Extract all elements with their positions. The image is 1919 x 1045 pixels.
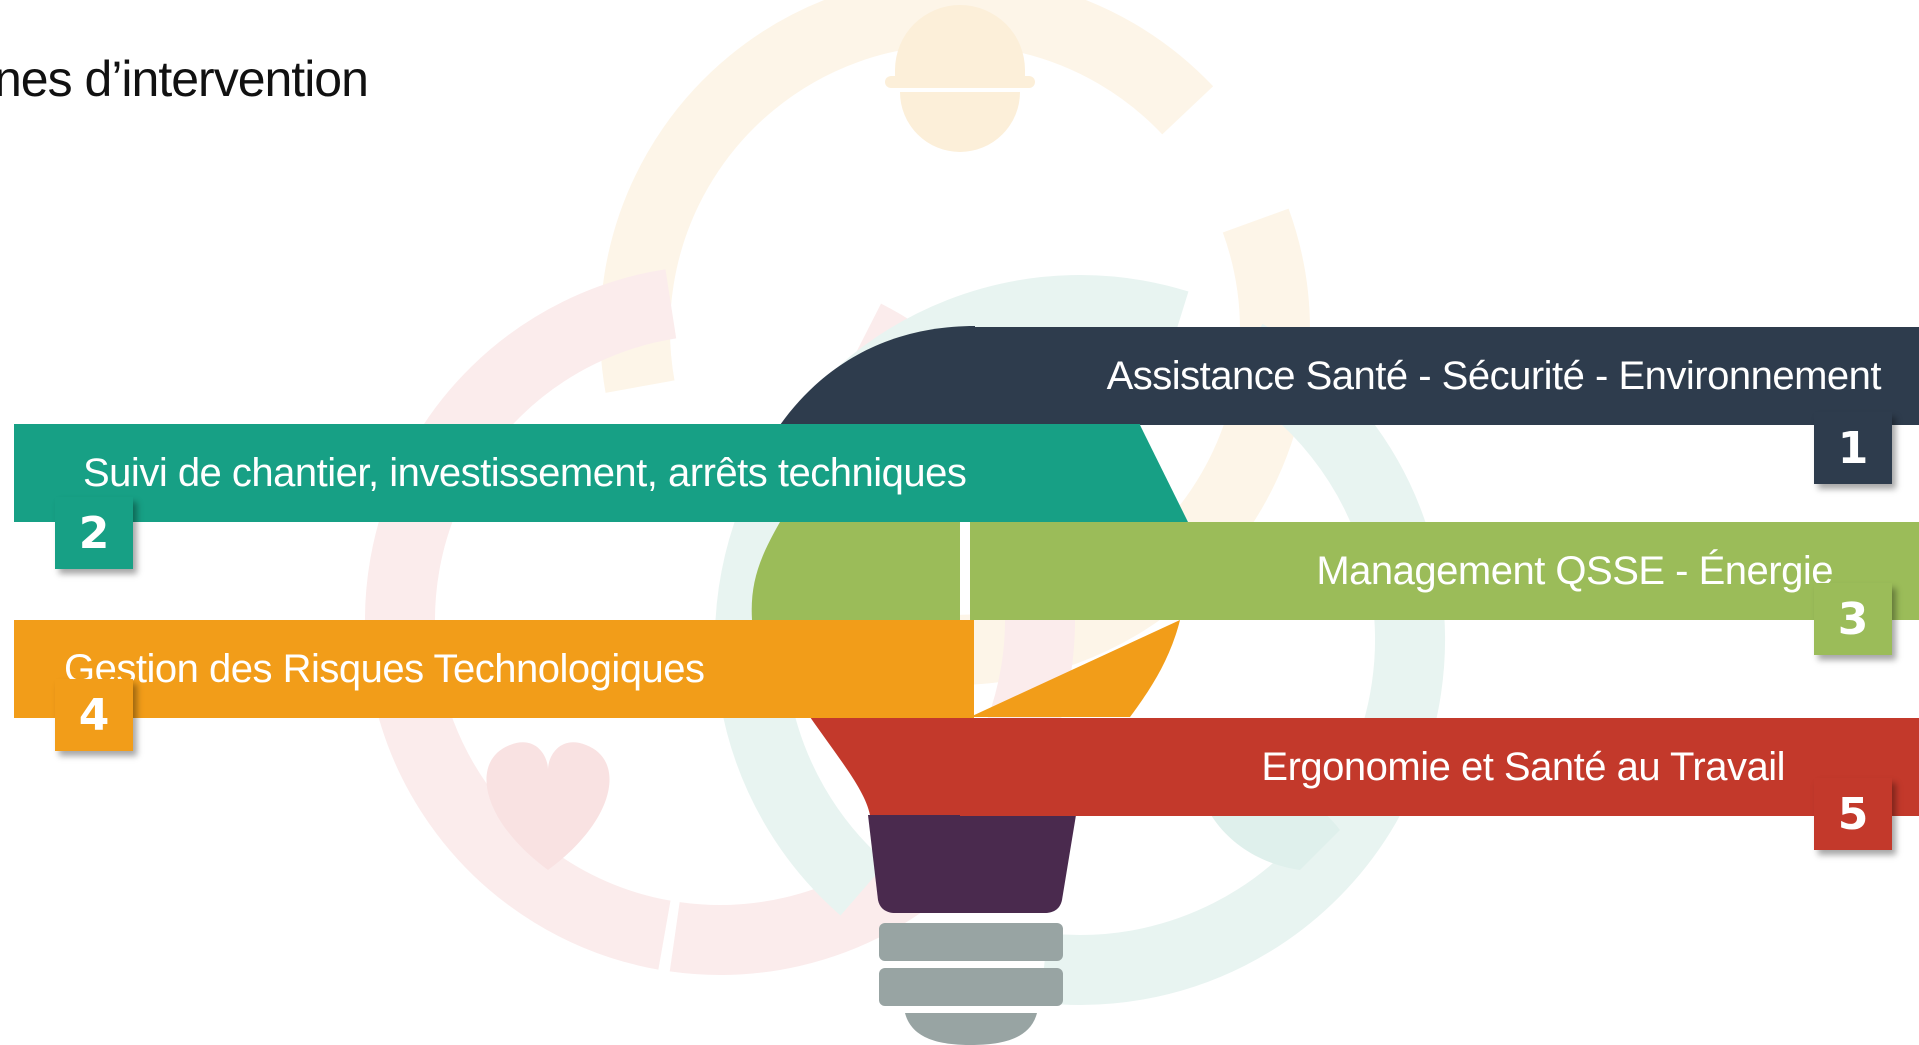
page-title: nes d’intervention bbox=[0, 51, 369, 107]
item-number-badge-3: 3 bbox=[1814, 583, 1892, 655]
hard-hat-icon bbox=[885, 5, 1035, 152]
item-number-badge-2: 2 bbox=[55, 497, 133, 569]
item-label-5: Ergonomie et Santé au Travail bbox=[1261, 744, 1785, 789]
item-band-1: Assistance Santé - Sécurité - Environnem… bbox=[975, 327, 1919, 425]
item-label-4: Gestion des Risques Technologiques bbox=[64, 646, 705, 691]
item-number-badge-1: 1 bbox=[1814, 412, 1892, 484]
item-label-2: Suivi de chantier, investissement, arrêt… bbox=[83, 450, 967, 495]
item-label-1: Assistance Santé - Sécurité - Environnem… bbox=[1106, 353, 1882, 398]
item-number-badge-5: 5 bbox=[1814, 778, 1892, 850]
item-band-2: Suivi de chantier, investissement, arrêt… bbox=[14, 424, 1140, 522]
item-number-badge-4: 4 bbox=[55, 679, 133, 751]
item-label-3: Management QSSE - Énergie bbox=[1316, 548, 1833, 593]
item-band-3: Management QSSE - Énergie bbox=[970, 522, 1919, 620]
heart-icon bbox=[486, 742, 610, 870]
item-band-4: Gestion des Risques Technologiques bbox=[14, 620, 974, 718]
item-band-5: Ergonomie et Santé au Travail bbox=[960, 718, 1919, 816]
